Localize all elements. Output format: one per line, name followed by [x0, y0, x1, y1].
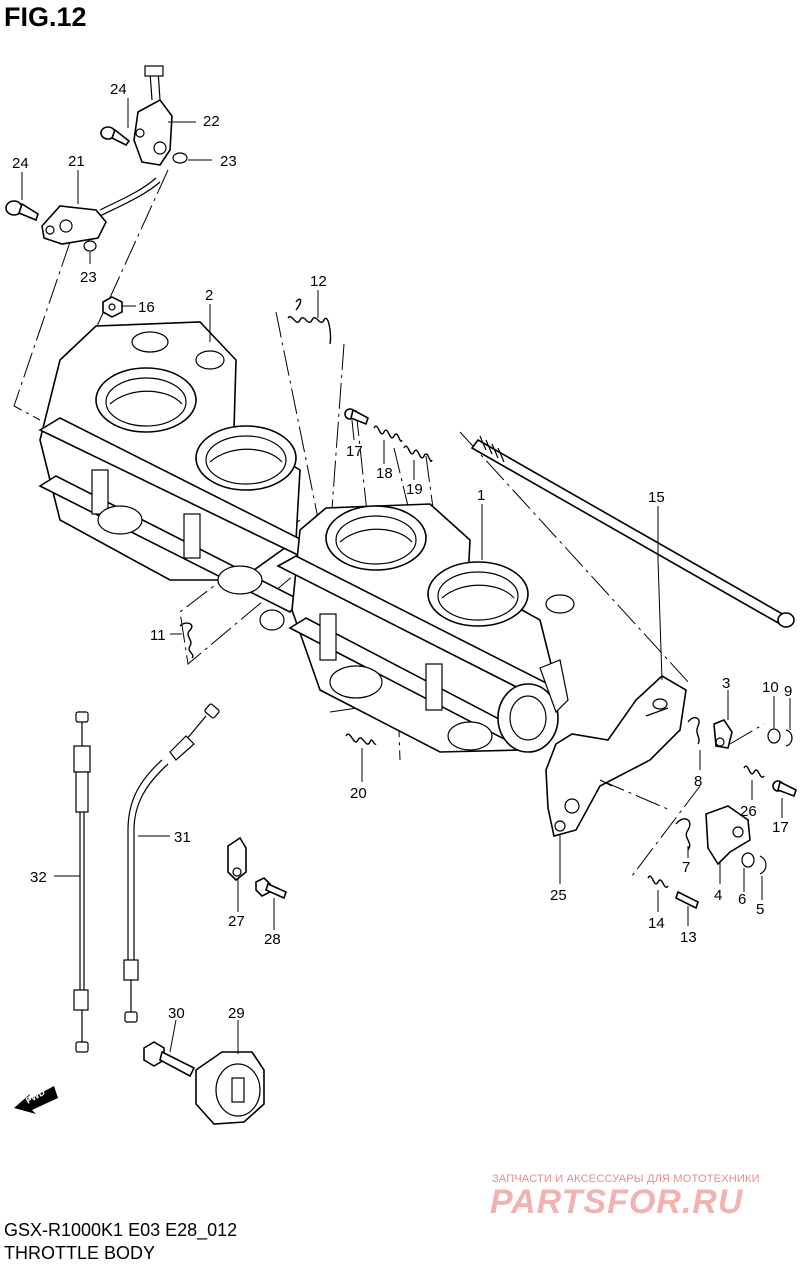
callout-30: 30	[168, 1005, 185, 1022]
callout-15: 15	[648, 489, 665, 506]
callout-14: 14	[648, 915, 665, 932]
throttle-pulley	[497, 659, 569, 753]
callout-numbers: 24 22 23 24 21 23 16 2 12 17 18 19 1 15 …	[12, 81, 792, 1022]
bracket-27	[227, 836, 247, 882]
screw-17-top	[344, 408, 369, 426]
adjuster-29	[195, 1051, 265, 1125]
callout-25: 25	[550, 887, 567, 904]
cable-32	[73, 711, 91, 1053]
callout-10: 10	[762, 679, 779, 696]
spring-20	[345, 733, 377, 745]
callout-9: 9	[784, 683, 792, 700]
figure-title: FIG.12	[4, 2, 87, 32]
rod-15	[470, 435, 795, 628]
spring-12	[287, 298, 332, 345]
throttle-body-1	[276, 503, 575, 753]
callout-3: 3	[722, 675, 730, 692]
callout-7: 7	[682, 859, 690, 876]
linkage-bracket-25	[545, 675, 687, 837]
callout-21: 21	[68, 153, 85, 170]
spring-18	[373, 425, 403, 442]
callout-12: 12	[310, 273, 327, 290]
callout-22: 22	[203, 113, 220, 130]
callout-1: 1	[477, 487, 485, 504]
bolt-28	[255, 877, 287, 900]
callout-27: 27	[228, 913, 245, 930]
throttle-body-2	[38, 321, 312, 631]
callout-17: 17	[346, 443, 363, 460]
spring-11	[179, 622, 194, 659]
sensor-21-assembly	[41, 177, 161, 245]
screw-24-lower	[5, 200, 39, 222]
nut-16	[102, 296, 123, 318]
fwd-arrow-icon: FWD	[14, 1086, 58, 1114]
leader-lines	[21, 98, 791, 1054]
spring-19	[403, 445, 433, 462]
callout-2: 2	[205, 287, 213, 304]
callout-24: 24	[110, 81, 127, 98]
callout-26: 26	[740, 803, 757, 820]
sensor-22-assembly	[133, 65, 173, 166]
callout-8: 8	[694, 773, 702, 790]
spring-7	[675, 818, 691, 851]
callout-16: 16	[138, 299, 155, 316]
callout-29: 29	[228, 1005, 245, 1022]
watermark-tagline: ЗАПЧАСТИ И АКСЕССУАРЫ ДЛЯ МОТОТЕХНИКИ	[492, 1173, 760, 1185]
screw-24-upper	[100, 126, 131, 147]
callout-28: 28	[264, 931, 281, 948]
spring-14	[647, 875, 669, 888]
callout-6: 6	[738, 891, 746, 908]
callout-19: 19	[406, 481, 423, 498]
arm-3	[713, 719, 733, 749]
spring-8	[687, 716, 700, 745]
callout-23: 23	[80, 269, 97, 286]
diagram-name: THROTTLE BODY	[4, 1243, 156, 1263]
screw-13	[675, 890, 699, 910]
callout-13: 13	[680, 929, 697, 946]
washer-6	[741, 852, 755, 868]
cable-31	[123, 703, 220, 1023]
callout-17: 17	[772, 819, 789, 836]
model-code: GSX-R1000K1 E03 E28_012	[4, 1220, 238, 1240]
o-ring-23-upper	[172, 152, 188, 164]
screw-17-right	[772, 780, 797, 798]
callout-18: 18	[376, 465, 393, 482]
callout-32: 32	[30, 869, 47, 886]
callout-20: 20	[350, 785, 367, 802]
clip-9	[785, 729, 793, 747]
callout-31: 31	[174, 829, 191, 846]
callout-11: 11	[150, 627, 166, 644]
callout-5: 5	[756, 901, 764, 918]
callout-24: 24	[12, 155, 29, 172]
clip-5	[759, 855, 767, 875]
lever-4	[705, 805, 751, 866]
callout-23: 23	[220, 153, 237, 170]
washer-10	[767, 728, 781, 744]
bolt-30	[143, 1041, 196, 1078]
o-ring-23-lower	[83, 240, 97, 252]
spring-26	[743, 765, 765, 778]
callout-4: 4	[714, 887, 722, 904]
watermark-brand: PARTSFOR.RU	[490, 1183, 744, 1221]
